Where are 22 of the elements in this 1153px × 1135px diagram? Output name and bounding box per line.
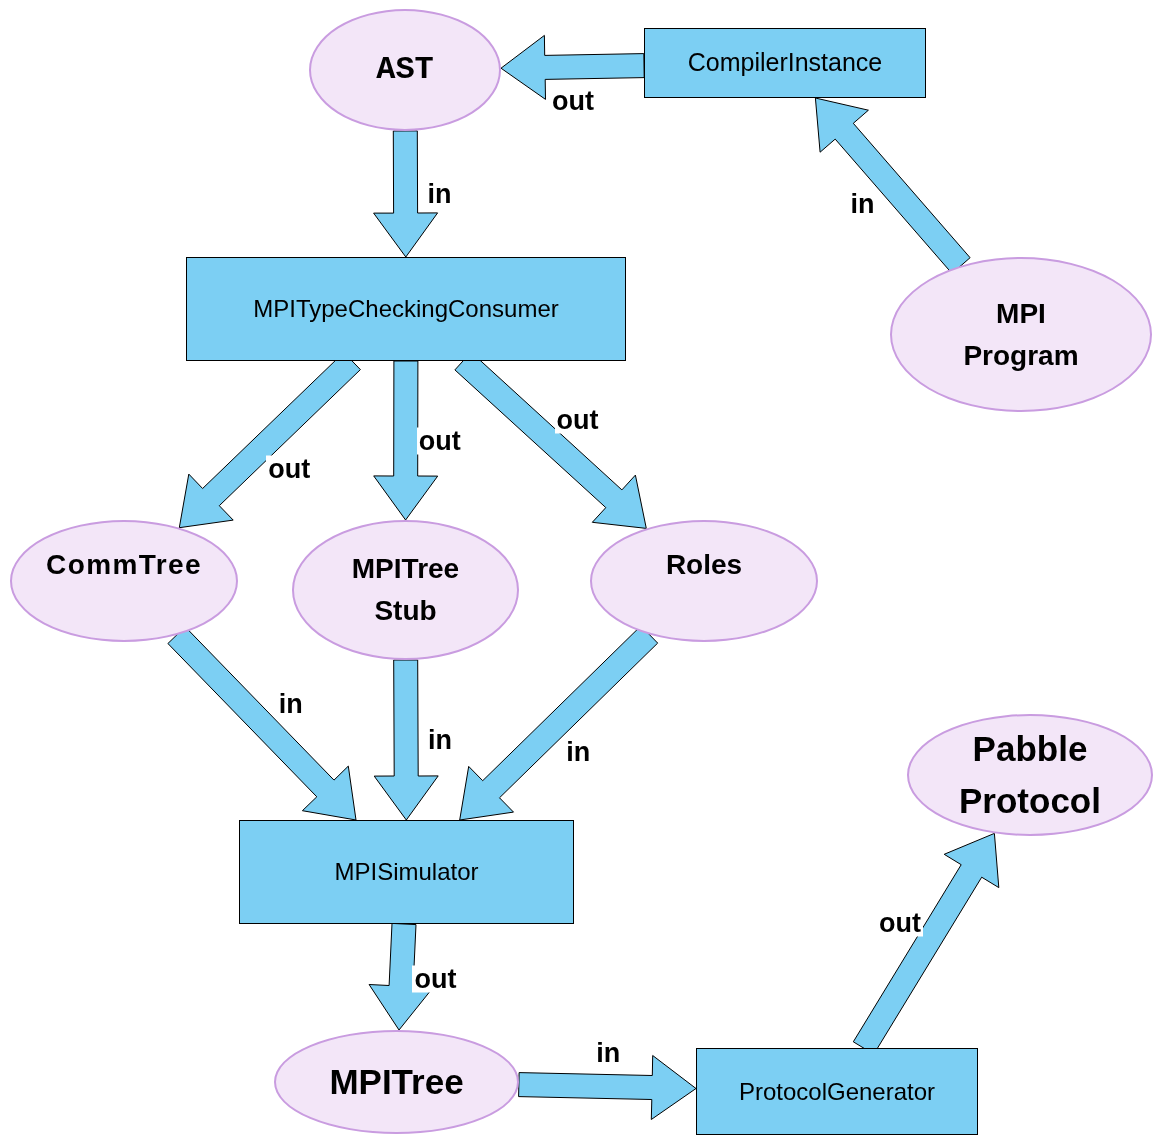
node-label: Pabble Protocol xyxy=(958,727,1102,822)
node-label: MPITree xyxy=(329,1060,464,1103)
block-arrow xyxy=(373,130,439,258)
block-arrow xyxy=(373,659,439,821)
block-arrow xyxy=(518,1055,697,1120)
block-arrow xyxy=(373,360,439,521)
node-label: Roles xyxy=(665,548,743,582)
edge-label: out xyxy=(412,965,459,993)
node-label: CompilerInstance xyxy=(687,47,883,79)
process-box xyxy=(644,28,926,98)
process-box xyxy=(186,257,626,361)
node-label: MPITypeCheckingConsumer xyxy=(253,294,559,324)
block-arrow xyxy=(500,34,645,100)
edge-label: out xyxy=(416,427,463,455)
node-label: MPITree Stub xyxy=(350,552,461,628)
node-label: CommTree xyxy=(46,548,202,582)
node-label: MPI Program xyxy=(962,296,1080,373)
node-label: ProtocolGenerator xyxy=(738,1076,936,1107)
process-box xyxy=(239,820,574,924)
node-label: MPISimulator xyxy=(334,857,479,887)
process-box xyxy=(696,1048,978,1135)
node-label: AST xyxy=(376,50,434,90)
